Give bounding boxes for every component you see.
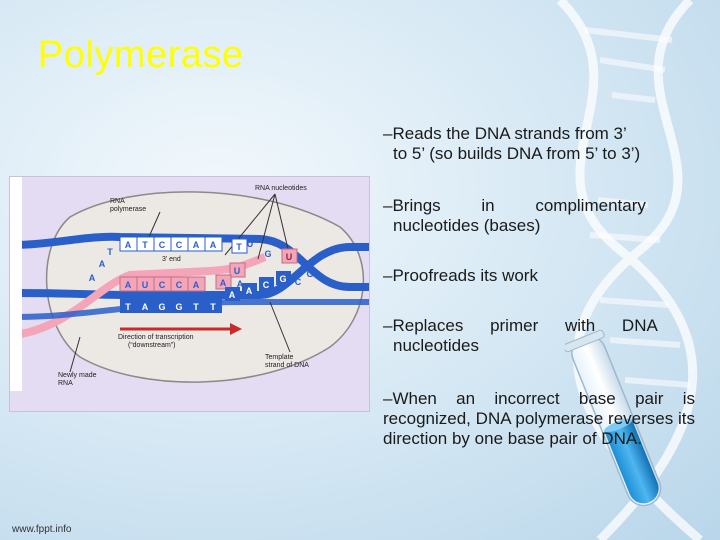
base-label: C [295, 277, 302, 287]
bullet-text: Brings in complimentary [392, 196, 646, 215]
base-label: A [210, 240, 217, 250]
slide-title: Polymerase [38, 34, 244, 76]
base-label: U [142, 280, 149, 290]
base-label: A [142, 302, 149, 312]
base-label: T [142, 240, 148, 250]
left-base-row: A A T [89, 247, 114, 283]
base-label: G [175, 302, 182, 312]
base-label: T [193, 302, 199, 312]
base-label: A [237, 279, 244, 289]
label-rna-polymerase: RNA [110, 198, 125, 205]
base-label: A [193, 280, 200, 290]
base-label: U [234, 266, 241, 276]
base-label: T [125, 302, 131, 312]
base-label: G [279, 274, 286, 284]
label-template: Template [265, 354, 294, 361]
base-label: A [246, 286, 253, 296]
base-label: A [229, 290, 236, 300]
bullet-text: Replaces primer with DNA [392, 316, 658, 335]
base-label: C [159, 280, 166, 290]
label-rna-nucleotides: RNA nucleotides [255, 185, 307, 192]
base-label: A [99, 259, 106, 269]
label-3-end: 3’ end [162, 256, 181, 263]
figure-left-bar [10, 177, 22, 391]
bullet-item: –Replaces primer with DNA nucleotides [383, 316, 658, 356]
base-label: A [125, 240, 132, 250]
test-tube-icon [565, 330, 662, 507]
base-label: U [247, 239, 254, 249]
transcription-diagram-svg: A T C C A A T U A U C C A U A T [10, 185, 369, 387]
bullet-text-cont: to 5’ (so builds DNA from 5’ to 3’) [393, 144, 641, 163]
base-label: C [159, 240, 166, 250]
dna-template-strand [14, 243, 369, 299]
bullet-item: –Reads the DNA strands from 3’ to 5’ (so… [383, 124, 640, 164]
right-base-row: U G C G A [237, 239, 314, 289]
bullet-text: When an incorrect base pair is recognize… [383, 389, 695, 448]
base-label: T [236, 242, 242, 252]
base-label: T [107, 247, 113, 257]
bullet-text: Reads the DNA strands from 3’ [392, 124, 627, 143]
base-label: A [193, 240, 200, 250]
footer-url: www.fppt.info [12, 524, 72, 535]
bullet-dash: – [383, 316, 393, 335]
bullet-item: –Brings in complimentary nucleotides (ba… [383, 196, 695, 236]
bullet-text: Proofreads its work [392, 266, 538, 285]
bullet-dash: – [383, 266, 393, 285]
base-label: G [306, 269, 313, 279]
mid-base-row: A U C C A U A [119, 262, 246, 292]
bullet-text-cont: nucleotides [393, 336, 480, 355]
direction-arrowhead [230, 323, 242, 335]
label-newly-made-rna: Newly made [58, 372, 97, 379]
base-label: A [220, 278, 227, 288]
bullet-dash: – [383, 124, 393, 143]
low-base-row: T A G G T T A A C G [120, 271, 291, 313]
label-rna-polymerase-2: polymerase [110, 206, 146, 213]
base-label: A [125, 280, 132, 290]
base-label: C [263, 280, 270, 290]
bullet-dash: – [383, 389, 393, 408]
base-label: T [210, 302, 216, 312]
base-label: G [264, 249, 271, 259]
label-direction-2: (“downstream”) [128, 342, 175, 349]
bullet-item: –When an incorrect base pair is recogniz… [383, 389, 695, 449]
top-base-row: A T C C A A T U [119, 236, 298, 264]
bullet-text-cont: nucleotides (bases) [393, 216, 541, 235]
base-label: C [176, 280, 183, 290]
label-template-2: strand of DNA [265, 362, 309, 369]
label-newly-made-rna-2: RNA [58, 380, 73, 387]
bullet-dash: – [383, 196, 393, 215]
base-label: A [89, 273, 96, 283]
transcription-diagram: A T C C A A T U A U C C A U A T [9, 176, 370, 412]
label-direction: Direction of transcription [118, 334, 194, 341]
bullet-item: –Proofreads its work [383, 266, 538, 286]
base-label: U [286, 252, 293, 262]
base-label: G [158, 302, 165, 312]
dna-top-strand [14, 232, 369, 291]
base-label: C [176, 240, 183, 250]
